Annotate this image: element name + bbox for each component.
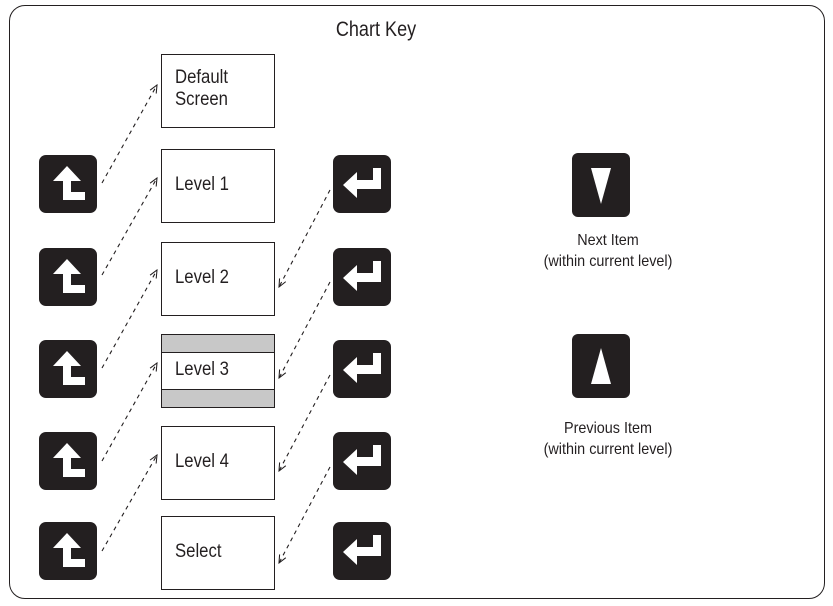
next-item-caption: Next Item (within current level) <box>518 230 698 272</box>
back-key-select <box>39 522 97 580</box>
enter-arrow-icon <box>343 261 381 291</box>
connector-enter-level4-to-select <box>279 466 331 563</box>
enter-arrow-icon <box>343 445 381 475</box>
previous-item-caption: Previous Item (within current level) <box>518 418 698 460</box>
enter-arrow-icon <box>343 353 381 383</box>
next-item-sublabel: (within current level) <box>543 253 673 270</box>
enter-key-level-1 <box>333 155 391 213</box>
box-level-1-label: Level 1 <box>175 174 229 195</box>
connector-enter-level3-to-level4 <box>279 374 331 471</box>
chart-key-frame <box>9 5 825 599</box>
connector-up-level2-to-level1 <box>101 178 157 276</box>
back-up-arrow-icon <box>53 533 85 567</box>
enter-arrow-icon <box>343 168 381 198</box>
box-level-3: Level 3 <box>161 334 275 408</box>
previous-item-key <box>572 334 630 398</box>
chart-title: Chart Key <box>335 18 417 41</box>
box-select-label: Select <box>175 541 222 562</box>
connector-up-select-to-level4 <box>101 455 157 552</box>
back-up-arrow-icon <box>53 166 85 200</box>
connector-up-level1-to-default <box>101 85 157 184</box>
enter-key-level-2 <box>333 248 391 306</box>
enter-arrow-icon <box>343 535 381 565</box>
box-level-1: Level 1 <box>161 149 275 223</box>
highlight-bar-bottom <box>162 389 274 407</box>
previous-item-label: Previous Item <box>563 420 653 437</box>
back-up-arrow-icon <box>53 351 85 385</box>
back-up-arrow-icon <box>53 259 85 293</box>
connector-up-level3-to-level2 <box>101 270 157 369</box>
box-select: Select <box>161 516 275 590</box>
box-level-4-label: Level 4 <box>175 451 229 472</box>
enter-key-level-4 <box>333 432 391 490</box>
connector-enter-level1-to-level2 <box>279 189 331 287</box>
box-level-4: Level 4 <box>161 426 275 500</box>
back-key-level-2 <box>39 248 97 306</box>
next-item-key <box>572 153 630 217</box>
back-up-arrow-icon <box>53 443 85 477</box>
up-triangle-icon <box>591 348 611 384</box>
connector-up-level4-to-level3 <box>101 363 157 462</box>
box-level-3-label: Level 3 <box>175 359 229 380</box>
connector-enter-level2-to-level3 <box>279 281 331 378</box>
enter-key-select <box>333 522 391 580</box>
next-item-label: Next Item <box>577 232 639 249</box>
box-default-screen-label: Default Screen <box>175 67 228 110</box>
back-key-level-3 <box>39 340 97 398</box>
highlight-bar-top <box>162 335 274 353</box>
box-level-2-label: Level 2 <box>175 267 229 288</box>
enter-key-level-3 <box>333 340 391 398</box>
back-key-level-4 <box>39 432 97 490</box>
back-key-level-1 <box>39 155 97 213</box>
down-triangle-icon <box>591 168 611 204</box>
box-default-screen: Default Screen <box>161 54 275 128</box>
previous-item-sublabel: (within current level) <box>543 441 673 458</box>
box-level-2: Level 2 <box>161 242 275 316</box>
